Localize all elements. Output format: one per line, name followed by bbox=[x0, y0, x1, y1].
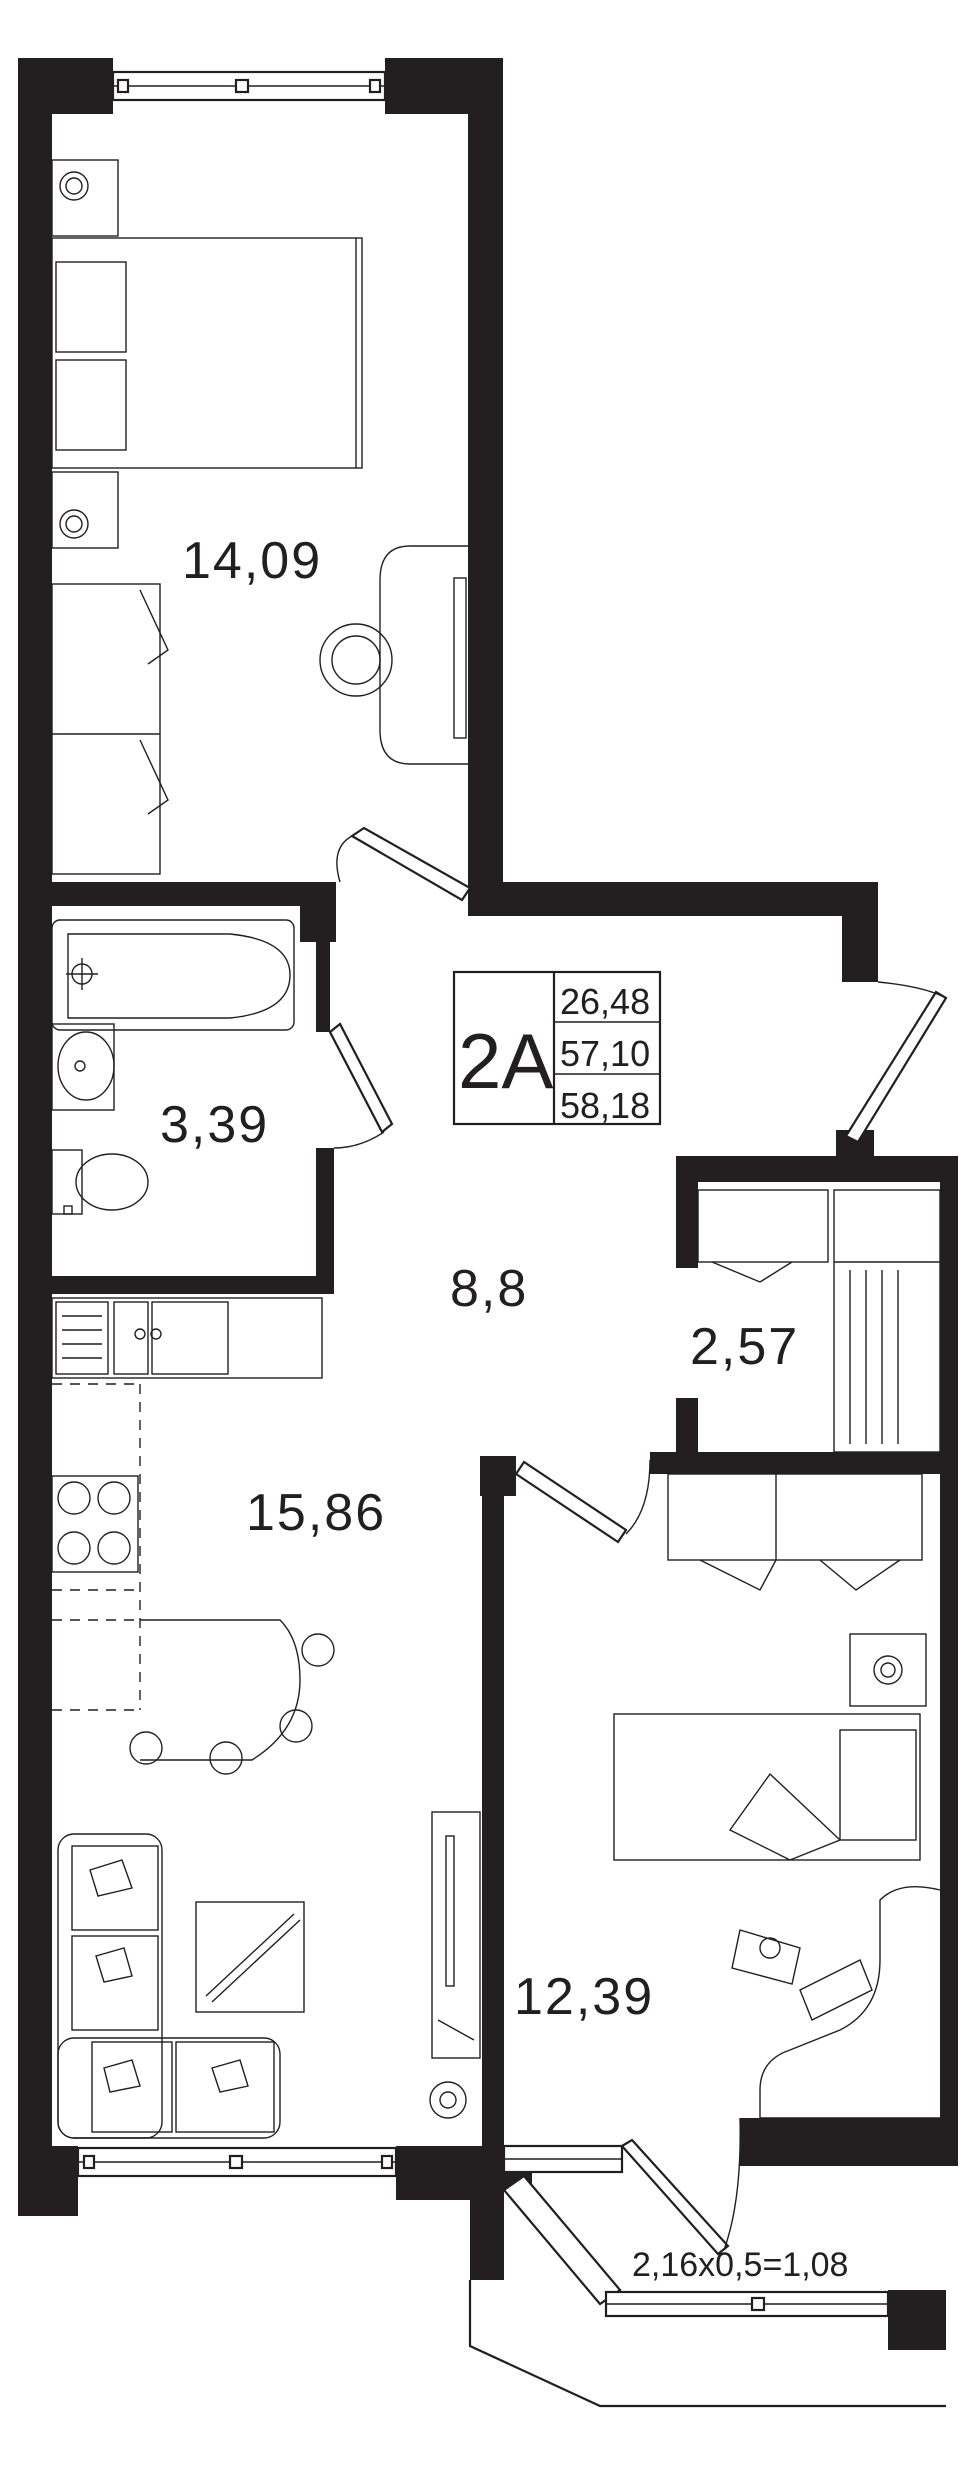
room-area-balcony: 2,16х0,5=1,08 bbox=[632, 2246, 848, 2284]
walls bbox=[18, 58, 958, 2350]
apartment-type-label: 2А bbox=[458, 1017, 553, 1105]
room-area-bathroom: 3,39 bbox=[160, 1096, 269, 1154]
room-area-storage: 2,57 bbox=[690, 1318, 799, 1376]
windows bbox=[76, 70, 946, 2408]
area-value-total-with-balcony: 58,18 bbox=[560, 1085, 650, 1126]
bedroom-top-furniture bbox=[51, 159, 468, 875]
area-value-total: 57,10 bbox=[560, 1033, 650, 1074]
room-area-bedroom-top: 14,09 bbox=[182, 532, 322, 590]
area-value-living: 26,48 bbox=[560, 981, 650, 1022]
storage-furniture bbox=[697, 1189, 941, 1453]
bedroom-bottom-furniture bbox=[613, 1473, 941, 2119]
doors bbox=[328, 826, 948, 2256]
room-area-hall: 8,8 bbox=[450, 1260, 528, 1318]
room-area-kitchen-living: 15,86 bbox=[246, 1484, 386, 1542]
bathroom-furniture bbox=[51, 919, 295, 1215]
apartment-area-box: 2А 26,48 57,10 58,18 bbox=[452, 970, 662, 1126]
kitchen-living-furniture bbox=[51, 1297, 481, 2139]
room-area-bedroom-bottom: 12,39 bbox=[514, 1968, 654, 2026]
